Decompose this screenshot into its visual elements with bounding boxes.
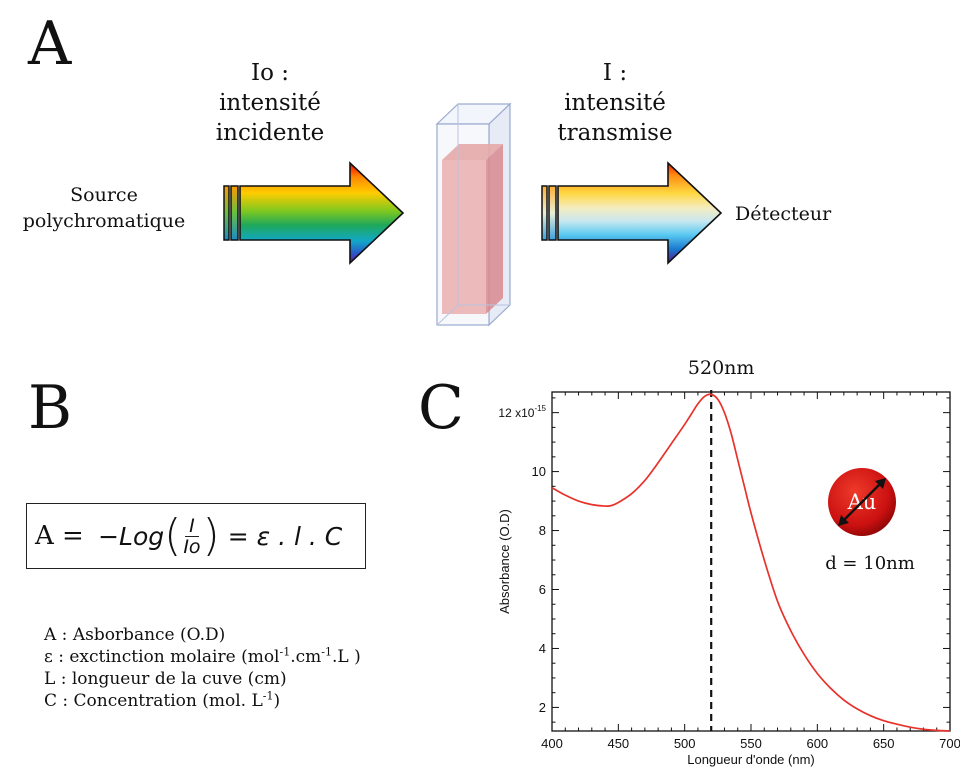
formula-denominator: Io [183, 535, 201, 558]
x-tick-label: 450 [607, 736, 629, 751]
transmitted-label-line2: intensité [564, 90, 666, 116]
incident-label-line2: intensité [219, 90, 321, 116]
diameter-arrow-head-end [875, 478, 886, 489]
incident-label-line3: incidente [215, 120, 325, 146]
incident-light-arrow [223, 161, 405, 265]
formula-numerator: I [185, 516, 199, 537]
absorbance-curve [551, 393, 951, 732]
source-label-line2: polychromatique [22, 210, 186, 232]
incident-label-line1: Io : [251, 60, 289, 86]
particle-diameter-label: d = 10nm [825, 553, 915, 574]
x-tick-label: 700 [939, 736, 960, 751]
x-tick-label: 650 [873, 736, 895, 751]
formula-right: = ε . l . C [227, 521, 343, 551]
diameter-arrow-head-start [838, 515, 849, 526]
x-tick-label: 600 [806, 736, 828, 751]
x-tick-label: 500 [674, 736, 696, 751]
y-tick-label: 8 [539, 523, 546, 538]
y-tick-label-top: 12 x10-15 [498, 404, 546, 420]
formula-fraction: I Io [183, 516, 200, 557]
x-axis-label: Longueur d'onde (nm) [687, 752, 815, 767]
source-label-line1: Source [70, 184, 138, 206]
transmitted-label-line1: I : [602, 60, 628, 86]
panel-a-letter: A [28, 9, 72, 79]
formula-log: −Log [98, 521, 165, 551]
y-tick-label: 4 [539, 641, 546, 656]
y-tick-label: 6 [539, 582, 546, 597]
cuvette [435, 102, 512, 327]
beer-lambert-formula: A = −Log ( I Io ) = ε . l . C [26, 503, 366, 569]
legend-item-absorbance: A : Asborbance (O.D) [44, 625, 226, 645]
detector-label: Détecteur [735, 203, 832, 225]
formula-legend: A : Asborbance (O.D) ε : exctinction mol… [44, 624, 361, 712]
panel-c-letter: C [418, 373, 464, 443]
transmitted-light-arrow [541, 161, 723, 265]
legend-item-extinction: ε : exctinction molaire (mol-1.cm-1.L ) [44, 645, 361, 667]
transmitted-intensity-label: I : intensité transmise [530, 58, 700, 148]
formula-left: A = [35, 521, 93, 551]
source-label: Source polychromatique [4, 182, 204, 234]
diameter-arrow-line [841, 481, 883, 523]
panel-a-diagram [223, 102, 723, 327]
incident-intensity-label: Io : intensité incidente [190, 58, 350, 148]
panel-b-letter: B [28, 373, 73, 443]
transmitted-label-line3: transmise [557, 120, 673, 146]
y-tick-label: 2 [539, 700, 546, 715]
formula-close-paren: ) [202, 510, 220, 561]
legend-item-length: L : longueur de la cuve (cm) [44, 669, 287, 689]
y-axis-label: Absorbance (O.D) [497, 509, 512, 614]
absorbance-chart: 400 450 500 550 600 650 700 2 4 6 8 10 12 x10-15Long… [497, 357, 960, 767]
x-tick-label: 400 [541, 736, 563, 751]
peak-wavelength-label: 520nm [688, 357, 755, 379]
legend-item-concentration: C : Concentration (mol. L-1) [44, 689, 281, 711]
x-tick-label: 550 [740, 736, 762, 751]
formula-open-paren: ( [164, 510, 182, 561]
y-tick-label: 10 [532, 464, 546, 479]
